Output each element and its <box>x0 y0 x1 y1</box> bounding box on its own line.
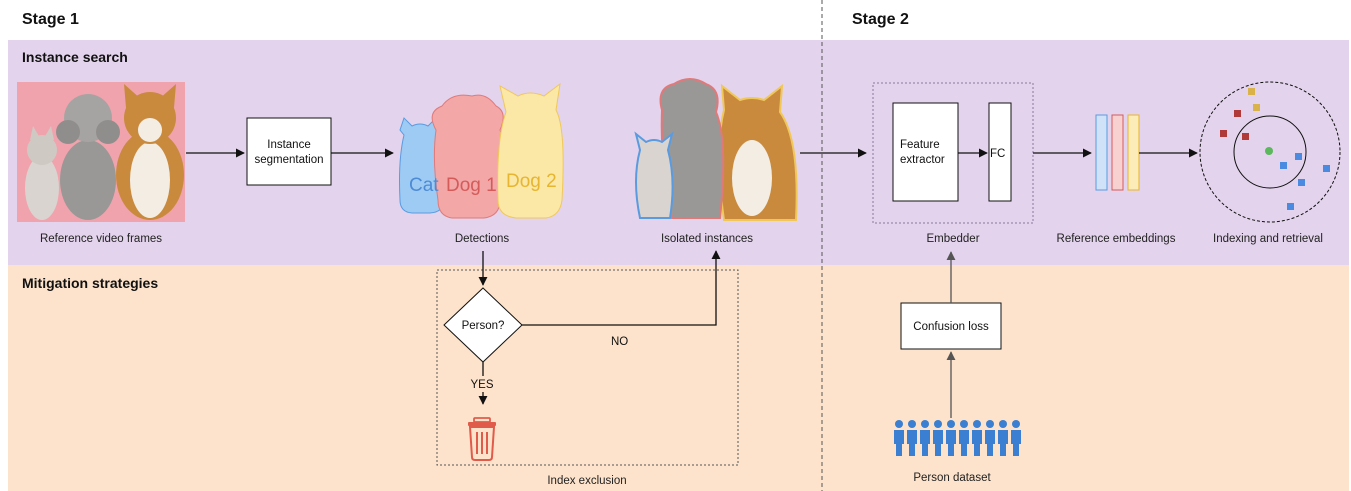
embedder-caption: Embedder <box>926 233 979 245</box>
dog2-label: Dog 2 <box>506 171 557 192</box>
outer-search-circle <box>1199 81 1341 223</box>
segmentation-label-line1: Instance <box>267 139 310 151</box>
person-icon <box>985 420 995 456</box>
no-label: NO <box>611 336 628 348</box>
stage-2-title: Stage 2 <box>852 11 909 28</box>
point-blue-1 <box>1295 153 1302 160</box>
person-icon <box>933 420 943 456</box>
person-icon <box>920 420 930 456</box>
segmentation-box <box>246 117 332 186</box>
instance-search-title: Instance search <box>22 49 128 65</box>
point-yellow-2 <box>1253 104 1260 111</box>
dog2-silhouette <box>497 82 564 219</box>
trash-icon <box>468 417 496 461</box>
point-blue-5 <box>1287 203 1294 210</box>
index-exclusion-caption: Index exclusion <box>547 475 626 487</box>
feature-extractor-box <box>892 102 959 202</box>
point-blue-2 <box>1280 162 1287 169</box>
point-red-3 <box>1242 133 1249 140</box>
person-dataset-icons <box>894 420 1021 456</box>
point-yellow-1 <box>1248 88 1255 95</box>
embedding-bar-blue <box>1095 114 1108 191</box>
indexing-caption: Indexing and retrieval <box>1213 233 1323 245</box>
isolated-caption: Isolated instances <box>661 233 753 245</box>
reference-embeddings <box>1095 114 1140 191</box>
arrow-no-to-isolated <box>522 250 721 326</box>
isolated-instances-image <box>634 78 798 221</box>
person-icon <box>946 420 956 456</box>
segmentation-label-line2: segmentation <box>254 154 323 166</box>
person-decision-label: Person? <box>462 320 505 332</box>
point-blue-4 <box>1298 179 1305 186</box>
reference-embeddings-caption: Reference embeddings <box>1057 233 1176 245</box>
person-icon <box>998 420 1008 456</box>
confusion-loss-box <box>900 302 1002 350</box>
stage-1-title: Stage 1 <box>22 11 79 28</box>
fc-box <box>988 102 1012 202</box>
reference-frame-image <box>17 82 185 222</box>
index-retrieval-space <box>1199 81 1341 223</box>
query-point <box>1265 147 1273 155</box>
mitigation-title: Mitigation strategies <box>22 275 158 291</box>
mitigation-panel <box>8 265 1349 491</box>
yes-label: YES <box>470 379 493 391</box>
person-icon <box>907 420 917 456</box>
point-blue-3 <box>1323 165 1330 172</box>
person-icon <box>959 420 969 456</box>
point-red-1 <box>1234 110 1241 117</box>
person-icon <box>1011 420 1021 456</box>
fc-label: FC <box>990 148 1005 160</box>
reference-frames-caption: Reference video frames <box>40 233 162 245</box>
confusion-loss-label: Confusion loss <box>913 321 989 333</box>
feature-extractor-label-line1: Feature <box>900 139 940 151</box>
point-red-2 <box>1220 130 1227 137</box>
embedding-bar-red <box>1111 114 1124 191</box>
person-dataset-caption: Person dataset <box>913 472 991 484</box>
dog1-label: Dog 1 <box>446 175 497 196</box>
inner-search-circle <box>1233 115 1307 189</box>
feature-extractor-label-line2: extractor <box>900 154 945 166</box>
dog1-silhouette <box>431 94 505 219</box>
detections-silhouettes: Cat Dog 1 Dog 2 <box>399 82 564 219</box>
person-icon <box>972 420 982 456</box>
detections-caption: Detections <box>455 233 510 245</box>
embedding-bar-yellow <box>1127 114 1140 191</box>
person-icon <box>894 420 904 456</box>
cat-label: Cat <box>409 175 439 196</box>
